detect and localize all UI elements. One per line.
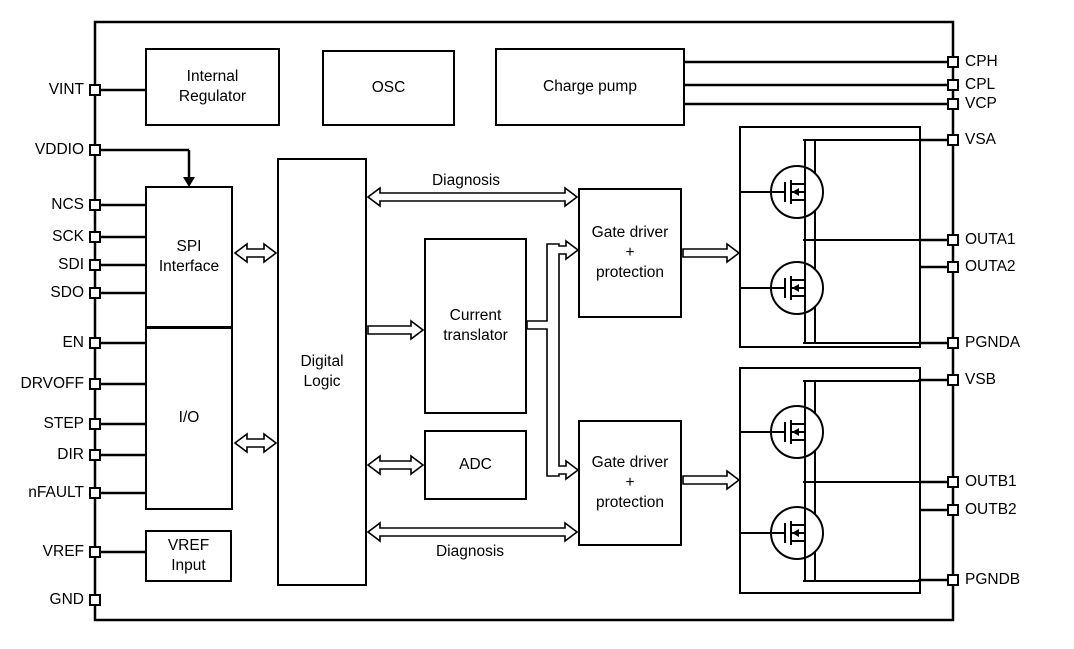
pin-label-sdi: SDI [58, 256, 84, 273]
mosfet-icon [770, 506, 824, 560]
signal-arrows [233, 186, 741, 543]
pin-label-nfault: nFAULT [28, 484, 84, 501]
pin-label-outa2: OUTA2 [965, 258, 1016, 275]
h-bridge-b [739, 367, 921, 594]
mosfet-icon [770, 261, 824, 315]
pin-outa2 [947, 261, 959, 273]
pin-label-en: EN [62, 334, 84, 351]
pin-label-vref: VREF [42, 543, 84, 560]
pin-pgnda [947, 337, 959, 349]
pin-vsb [947, 374, 959, 386]
arrow-right [367, 319, 425, 341]
arrowhead-down [183, 177, 195, 187]
pin-vddio [89, 144, 101, 156]
diagnosis-label-top: Diagnosis [431, 172, 501, 189]
pin-outb2 [947, 504, 959, 516]
double-arrow [366, 454, 425, 476]
pin-ncs [89, 199, 101, 211]
block-current-translator: Current translator [424, 238, 527, 414]
diagnosis-label-bottom: Diagnosis [435, 543, 505, 560]
pin-label-sdo: SDO [50, 284, 84, 301]
block-digital-logic: Digital Logic [277, 158, 367, 586]
pin-pgndb [947, 574, 959, 586]
block-adc: ADC [424, 430, 527, 500]
arrow-right [682, 242, 741, 264]
pin-vref [89, 546, 101, 558]
arrow-right [682, 469, 741, 491]
pin-sck [89, 231, 101, 243]
pin-gnd [89, 594, 101, 606]
double-arrow [233, 242, 278, 264]
pin-label-cph: CPH [965, 53, 998, 70]
pin-label-vddio: VDDIO [34, 141, 84, 158]
pin-cpl [947, 79, 959, 91]
pin-vcp [947, 98, 959, 110]
pin-label-outb2: OUTB2 [965, 501, 1017, 518]
block-osc: OSC [322, 50, 455, 126]
pin-label-vcp: VCP [965, 95, 997, 112]
chip-boundary [93, 20, 955, 622]
block-charge-pump: Charge pump [495, 48, 685, 126]
block-io: I/O [145, 327, 233, 510]
pin-label-outa1: OUTA1 [965, 231, 1016, 248]
block-vref-input: VREF Input [145, 530, 232, 582]
pin-label-pgnda: PGNDA [965, 334, 1021, 351]
block-internal-regulator: Internal Regulator [145, 48, 280, 126]
pin-en [89, 337, 101, 349]
pin-label-outb1: OUTB1 [965, 473, 1017, 490]
fork-arrow [526, 239, 580, 481]
pin-label-ncs: NCS [51, 196, 84, 213]
pin-sdi [89, 259, 101, 271]
pin-label-vint: VINT [48, 81, 84, 98]
double-arrow [366, 521, 579, 543]
pin-label-cpl: CPL [965, 76, 996, 93]
pin-label-drvoff: DRVOFF [20, 375, 84, 392]
pin-label-dir: DIR [57, 446, 84, 463]
block-spi-interface: SPI Interface [145, 186, 233, 328]
pin-vsa [947, 134, 959, 146]
pin-outa1 [947, 234, 959, 246]
block-gate-driver-b: Gate driver + protection [578, 420, 682, 546]
pin-outb1 [947, 476, 959, 488]
pin-nfault [89, 487, 101, 499]
pin-drvoff [89, 378, 101, 390]
pin-label-step: STEP [43, 415, 84, 432]
double-arrow [233, 432, 278, 454]
mosfet-icon [770, 165, 824, 219]
pin-step [89, 418, 101, 430]
pin-label-sck: SCK [52, 228, 84, 245]
h-bridge-a [739, 126, 921, 348]
block-gate-driver-a: Gate driver + protection [578, 188, 682, 318]
pin-cph [947, 56, 959, 68]
pin-label-vsb: VSB [965, 371, 997, 388]
pin-label-vsa: VSA [965, 131, 997, 148]
pin-dir [89, 449, 101, 461]
double-arrow [366, 186, 579, 208]
mosfet-icon [770, 405, 824, 459]
pin-wires [101, 60, 948, 582]
pin-label-pgndb: PGNDB [965, 571, 1021, 588]
pin-vint [89, 84, 101, 96]
pin-sdo [89, 287, 101, 299]
pin-label-gnd: GND [49, 591, 84, 608]
